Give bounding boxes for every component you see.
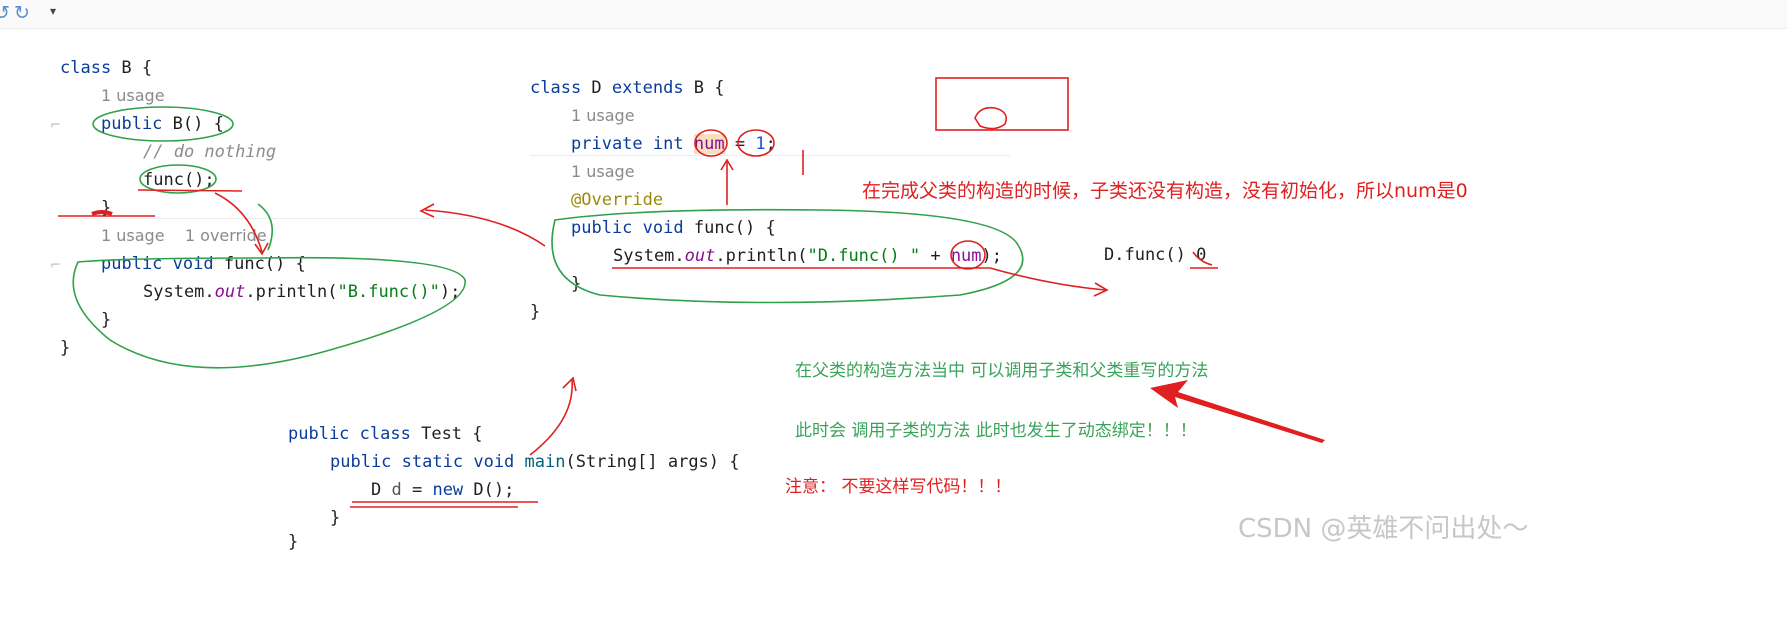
comment: // do nothing	[143, 142, 277, 162]
arrow-to-output	[989, 267, 1106, 291]
redo-icon[interactable]: ↻	[14, 2, 30, 24]
arrowhead	[419, 203, 435, 218]
closing-brace: }	[571, 274, 582, 294]
closing-brace: }	[530, 302, 541, 322]
closing-brace: }	[101, 198, 112, 218]
red-scribble	[974, 106, 1008, 130]
arrowhead	[720, 158, 734, 171]
green-note-parent-ctor: 在父类的构造方法当中 可以调用子类和父类重写的方法	[795, 361, 1209, 381]
class-d-header: class D extends B {	[530, 78, 725, 98]
undo-icon[interactable]: ↺	[0, 2, 10, 24]
class-test-header: public class Test {	[288, 424, 483, 444]
warning-note: 注意： 不要这样写代码！！！	[785, 477, 1012, 497]
usage-override-hint[interactable]: 1 usage 1 override	[101, 226, 267, 245]
class-d-println: System.out.println("D.func() " + num);	[613, 246, 1003, 266]
num-field-declaration: private int num = 1;	[571, 134, 776, 154]
closing-brace: }	[288, 532, 299, 552]
new-d-statement: D d = new D();	[371, 480, 515, 500]
override-annotation: @Override	[571, 190, 664, 210]
method-separator	[530, 155, 1010, 156]
closing-brace: }	[60, 338, 71, 358]
func-call: func();	[143, 170, 215, 190]
closing-brace: }	[101, 310, 112, 330]
csdn-watermark: CSDN @英雄不问出处～	[1238, 514, 1529, 544]
green-note-dynamic-binding: 此时会 调用子类的方法 此时也发生了动态绑定！！！	[795, 421, 1197, 441]
class-b-println: System.out.println("B.func()");	[143, 282, 461, 302]
usage-hint[interactable]: 1 usage	[101, 86, 165, 105]
arrowhead	[562, 376, 577, 392]
class-b-func-declaration: public void func() {	[101, 254, 306, 274]
arrow-d-to-b	[424, 209, 546, 247]
class-d-func-declaration: public void func() {	[571, 218, 776, 238]
arrow-main-up	[529, 379, 573, 456]
class-b-constructor: public B() {	[101, 114, 224, 134]
class-b-header: class B {	[60, 58, 153, 78]
closing-brace: }	[330, 508, 341, 528]
method-separator	[60, 218, 490, 219]
main-method-declaration: public static void main(String[] args) {	[330, 452, 740, 472]
usage-hint[interactable]: 1 usage	[571, 162, 635, 181]
console-output: D.func() 0	[1104, 245, 1207, 265]
toolbar-dropdown[interactable]: ▾	[50, 4, 57, 18]
fold-icon[interactable]: ⌐	[50, 258, 61, 273]
editor-toolbar: ↺ ↻ ▾	[0, 0, 1787, 29]
red-box	[935, 77, 1069, 131]
red-explanation-note: 在完成父类的构造的时候，子类还没有构造，没有初始化，所以num是0	[862, 180, 1468, 202]
usage-hint[interactable]: 1 usage	[571, 106, 635, 125]
fold-icon[interactable]: ⌐	[50, 118, 61, 133]
arrowhead	[1093, 282, 1109, 297]
